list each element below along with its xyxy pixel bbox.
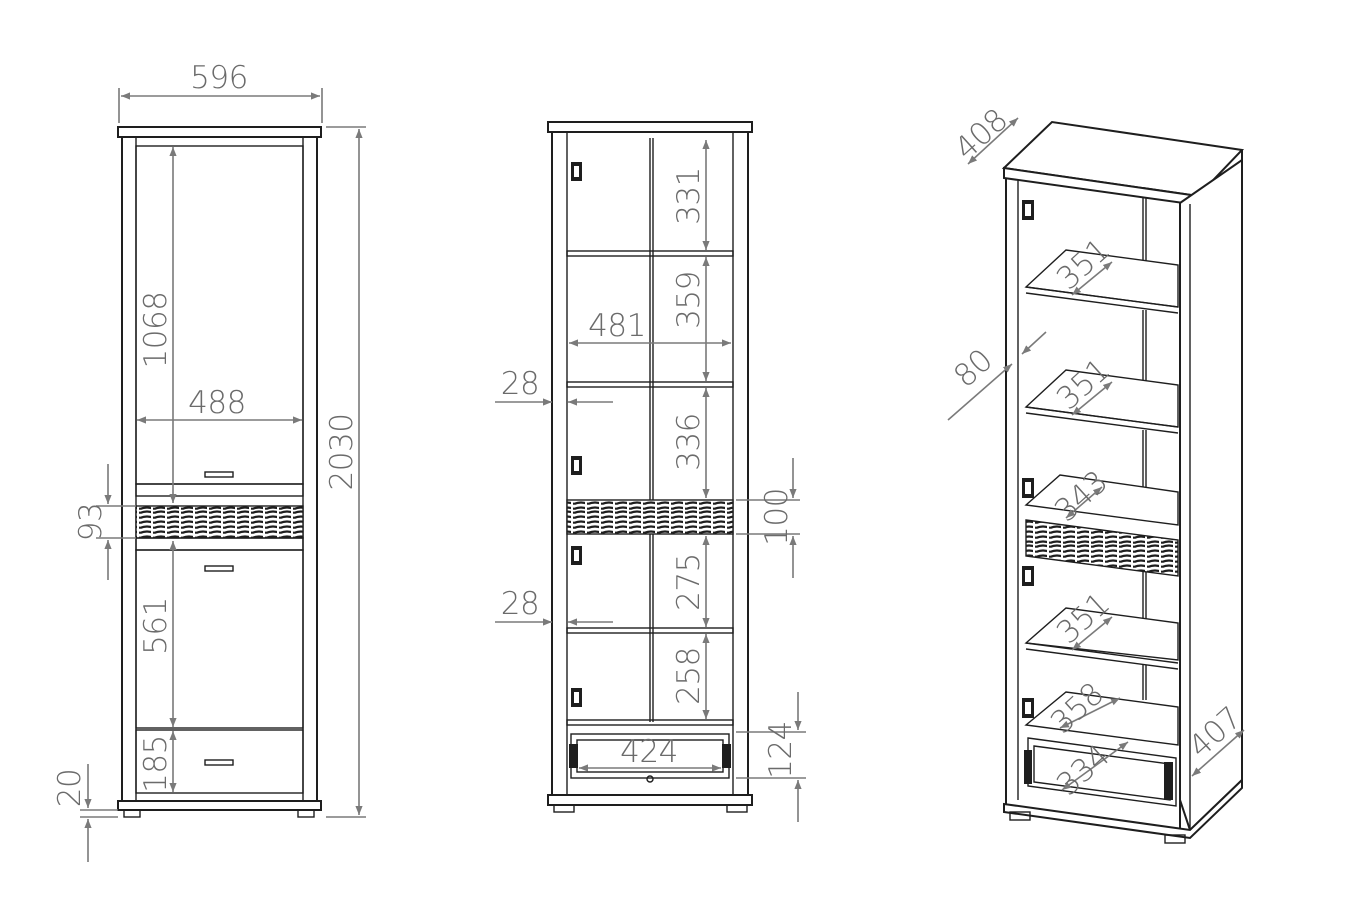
dim-open-side-lower: 28 [501,586,539,622]
front-body [121,136,318,802]
front-lower-door [135,549,304,729]
open-shelf [566,250,734,257]
iso-view [947,117,1245,844]
open-shelf [566,627,734,634]
front-drawer [135,729,304,794]
dim-front-plinth: 20 [52,769,88,807]
dim-open-drawer-width: 424 [620,734,678,770]
open-shelf [566,381,734,388]
dim-open-shelf-4: 275 [671,553,707,611]
open-view [495,121,806,822]
dim-open-drawer-height: 124 [763,721,799,779]
front-lower-handle [204,565,234,572]
dim-front-band: 93 [73,503,109,541]
dim-front-drawer: 185 [138,735,174,793]
front-top-board [117,126,322,138]
dim-open-side-upper: 28 [501,366,539,402]
front-upper-handle [204,471,234,478]
hinge-icon [1022,200,1034,784]
iso-woven-band [1025,519,1179,577]
dim-open-shelf-3: 336 [671,413,707,471]
front-view [80,88,366,862]
dim-open-shelf-1: 331 [671,167,707,225]
open-top-board [547,121,753,133]
dim-iso-band-depth: 343 [1048,464,1115,529]
dim-front-height-total: 2030 [324,414,360,491]
dim-front-upper-section: 1068 [138,292,174,369]
dim-iso-offset: 80 [947,342,1000,394]
open-woven-band [566,499,734,535]
dim-open-inner-width: 481 [588,308,646,344]
front-drawer-handle [204,759,234,766]
dim-front-width: 596 [190,60,248,96]
front-base [117,800,322,811]
dim-iso-depth-top: 408 [948,102,1015,167]
dim-open-band: 100 [759,488,795,546]
dim-front-inner-width: 488 [188,385,246,421]
dim-open-shelf-2: 359 [671,271,707,329]
dim-front-lower-section: 561 [138,597,174,655]
hinge-icon [569,162,731,768]
dim-open-shelf-5: 258 [671,647,707,705]
front-woven-band [135,505,304,539]
